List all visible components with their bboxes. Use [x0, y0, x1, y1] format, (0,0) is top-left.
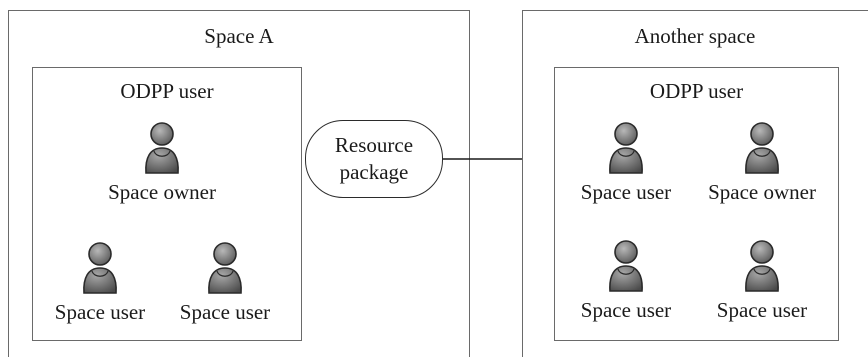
resource-package-line2: package — [339, 160, 409, 184]
space-a-user-1: Space user — [30, 238, 170, 330]
person-icon — [742, 118, 782, 174]
another-space-user-1-label: Space user — [580, 180, 672, 204]
space-a-user-1-label: Space user — [54, 300, 146, 324]
another-space-odpp-user-title: ODPP user — [649, 79, 744, 103]
space-a-odpp-user-title: ODPP user — [120, 79, 214, 103]
space-a-odpp-user-box — [32, 67, 302, 341]
another-space-owner-label: Space owner — [708, 180, 816, 204]
space-a-user-2: Space user — [155, 238, 295, 330]
space-a-owner: Space owner — [92, 118, 232, 210]
another-space-odpp-user-box — [554, 67, 839, 341]
person-icon — [742, 236, 782, 292]
another-space-user-2-label: Space user — [580, 298, 672, 322]
person-icon — [606, 118, 646, 174]
another-space-title: Another space — [634, 24, 756, 48]
another-space-user-1: Space user — [556, 118, 696, 210]
person-icon — [606, 236, 646, 292]
resource-package-node: Resource package — [305, 120, 443, 198]
another-space-user-3: Space user — [692, 236, 832, 328]
another-space-user-2: Space user — [556, 236, 696, 328]
another-space-user-3-label: Space user — [716, 298, 808, 322]
resource-package-line1: Resource — [334, 133, 414, 157]
space-a-user-2-label: Space user — [179, 300, 271, 324]
space-a-owner-label: Space owner — [108, 180, 216, 204]
space-a-title: Space A — [204, 24, 274, 48]
another-space-owner: Space owner — [692, 118, 832, 210]
